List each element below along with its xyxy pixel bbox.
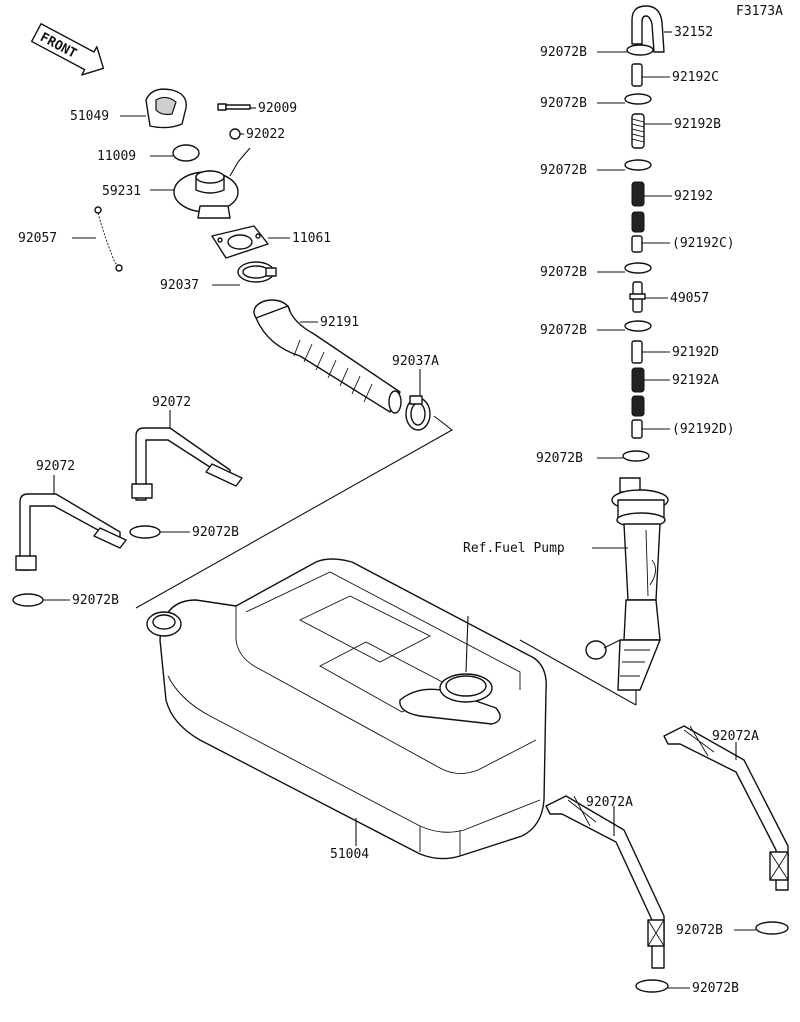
label-92072b-br1: 92072B	[676, 923, 723, 938]
hose-92191	[253, 299, 402, 414]
clamp-92072b-left	[12, 593, 44, 607]
label-92191: 92191	[320, 315, 359, 330]
hose-92192d	[631, 340, 643, 364]
clamp-92072b-br2	[635, 979, 669, 993]
front-arrow-icon: FRONT	[30, 23, 105, 76]
leader-hose-to-tank	[135, 415, 453, 609]
clamp-92072b-br1	[755, 921, 789, 935]
label-92009: 92009	[258, 101, 297, 116]
washer-92022	[229, 128, 241, 140]
clamp-92072b-3	[624, 159, 652, 171]
fitting-49057	[629, 281, 646, 313]
clamp-92072b-4	[624, 262, 652, 274]
label-92072b-left: 92072B	[72, 593, 119, 608]
hose-92192c-ref	[631, 235, 643, 253]
spring-92192	[631, 181, 645, 207]
strap-92072a-right	[663, 725, 789, 891]
label-92072b-br2: 92072B	[692, 981, 739, 996]
label-32152: 32152	[674, 25, 713, 40]
spring-92192b	[631, 113, 645, 149]
neck-59231	[173, 170, 239, 219]
screw-92009	[217, 103, 251, 111]
label-92072a-mid: 92072A	[586, 795, 633, 810]
clamp-92072b-mid	[129, 525, 161, 539]
label-92072b-2: 92072B	[540, 96, 587, 111]
label-92022: 92022	[246, 127, 285, 142]
strap-92057	[94, 206, 123, 272]
label-ref-fuel-pump: Ref.Fuel Pump	[463, 541, 565, 556]
label-51049: 51049	[70, 109, 109, 124]
hose-92192d-ref	[631, 419, 643, 439]
label-92037: 92037	[160, 278, 199, 293]
gasket-11061	[211, 225, 269, 259]
spring-92192a	[631, 367, 645, 393]
label-92192d: 92192D	[672, 345, 719, 360]
label-92192: 92192	[674, 189, 713, 204]
clamp-92072b-6	[622, 450, 650, 462]
label-92072-top: 92072	[152, 395, 191, 410]
strap-92072a-mid	[545, 795, 665, 969]
bracket-92072-left	[15, 493, 127, 571]
label-92072b-1: 92072B	[540, 45, 587, 60]
label-92072b-6: 92072B	[536, 451, 583, 466]
label-92072-left: 92072	[36, 459, 75, 474]
label-92072b-5: 92072B	[540, 323, 587, 338]
label-59231: 59231	[102, 184, 141, 199]
clamp-92072b-2	[624, 93, 652, 105]
clamp-92037	[237, 261, 277, 283]
label-11009: 11009	[97, 149, 136, 164]
label-92072a-right: 92072A	[712, 729, 759, 744]
label-92072b-3: 92072B	[540, 163, 587, 178]
fuel-pump	[585, 477, 669, 691]
oring-11009	[172, 144, 200, 162]
label-92192c: 92192C	[672, 70, 719, 85]
label-49057: 49057	[670, 291, 709, 306]
diagram-code: F3173A	[736, 4, 783, 19]
label-11061: 11061	[292, 231, 331, 246]
hose-32152	[631, 5, 665, 53]
clamp-92072b-5	[624, 320, 652, 332]
bracket-92072-top	[131, 427, 243, 501]
label-51004: 51004	[330, 847, 369, 862]
label-92057: 92057	[18, 231, 57, 246]
spring-92192a-lower	[631, 395, 645, 417]
label-92072b-mid: 92072B	[192, 525, 239, 540]
hose-92192c	[631, 63, 643, 87]
spring-92192-lower	[631, 211, 645, 233]
fuel-tank-51004	[146, 558, 547, 860]
label-92192a: 92192A	[672, 373, 719, 388]
label-92192b: 92192B	[674, 117, 721, 132]
label-92192d-ref: (92192D)	[672, 422, 735, 437]
label-92192c-ref: (92192C)	[672, 236, 735, 251]
clamp-92037a	[405, 395, 431, 431]
cap-51049	[145, 88, 187, 129]
label-92037a: 92037A	[392, 354, 439, 369]
label-92072b-4: 92072B	[540, 265, 587, 280]
clamp-92072b-1	[626, 44, 654, 56]
